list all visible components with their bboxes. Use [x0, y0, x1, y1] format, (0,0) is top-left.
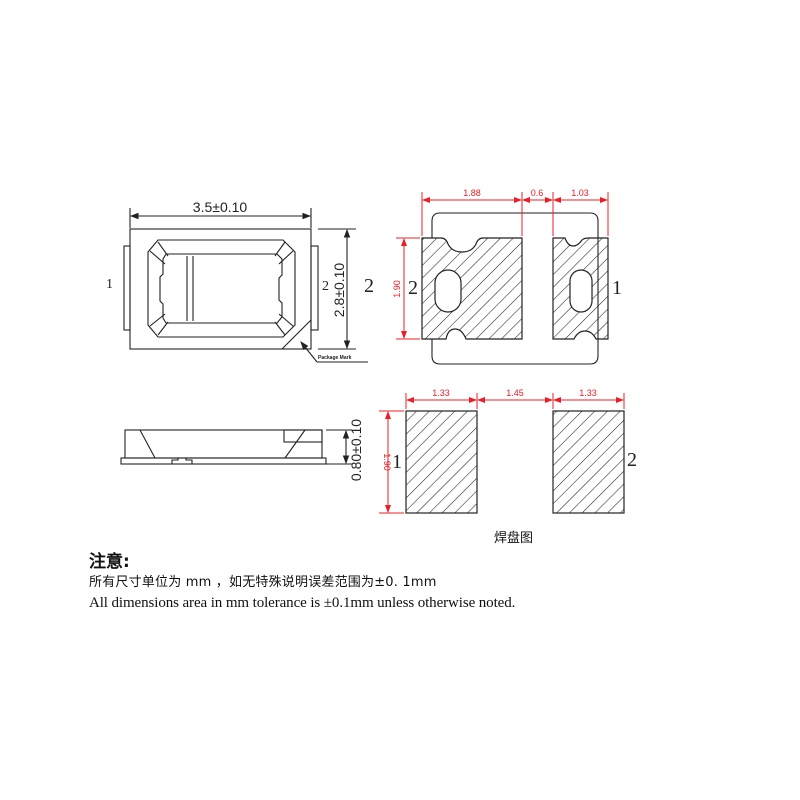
- package-body: [129, 228, 312, 350]
- lens-cavity-outer: [147, 239, 296, 338]
- package-mark-chamfer: [281, 319, 312, 350]
- footprint-dim-3: 1.33: [579, 388, 597, 398]
- pad-dim-1: 1.88: [463, 188, 481, 198]
- pin-label-2-inner: 2: [322, 279, 329, 294]
- footprint-dim-2: 1.45: [506, 388, 524, 398]
- lens-cavity-inner: [159, 253, 283, 324]
- top-width-label: 3.5±0.10: [193, 199, 248, 215]
- package-mark-leader: [300, 341, 318, 363]
- pad-dim-3: 1.03: [571, 188, 589, 198]
- side-height-label: 0.80±0.10: [348, 419, 364, 481]
- footprint-height-dim: 1.90: [382, 453, 392, 471]
- notes-block: 注意: 所有尺寸单位为 mm ，如无特殊说明误差范围为±0. 1mm All d…: [89, 551, 515, 613]
- footprint: [379, 393, 625, 514]
- package-outline: [431, 212, 599, 365]
- top-height-label: 2.8±0.10: [331, 263, 347, 318]
- pad-dim-2: 0.6: [531, 188, 544, 198]
- footprint-pin-label-1: 1: [392, 451, 402, 473]
- side-view: [120, 429, 352, 465]
- pin-label-2: 2: [364, 275, 374, 297]
- notes-line-english: All dimensions area in mm tolerance is ±…: [89, 595, 516, 611]
- terminal-left: [123, 245, 131, 331]
- top-view: [123, 208, 368, 363]
- terminal-right: [310, 245, 319, 331]
- notes-title: 注意:: [89, 552, 130, 572]
- footprint-pin-label-2: 2: [627, 449, 637, 471]
- footprint-dim-1: 1.33: [432, 388, 450, 398]
- pad-detail: [396, 192, 609, 365]
- pad-height-dim: 1.90: [392, 280, 402, 298]
- side-body: [124, 429, 323, 459]
- pad-pin-label-2: 2: [408, 277, 418, 299]
- package-mark-label: Package Mark: [318, 355, 352, 361]
- anode-pad: [421, 237, 523, 340]
- notes-line-chinese: 所有尺寸单位为 mm ，如无特殊说明误差范围为±0. 1mm: [89, 575, 437, 590]
- footprint-pad-1: [405, 410, 478, 514]
- side-base: [120, 457, 327, 465]
- footprint-pad-2: [552, 410, 625, 514]
- pad-pin-label-1: 1: [612, 277, 622, 299]
- cathode-pad: [552, 237, 609, 340]
- footprint-caption: 焊盘图: [494, 531, 534, 546]
- pin-label-1: 1: [106, 277, 113, 292]
